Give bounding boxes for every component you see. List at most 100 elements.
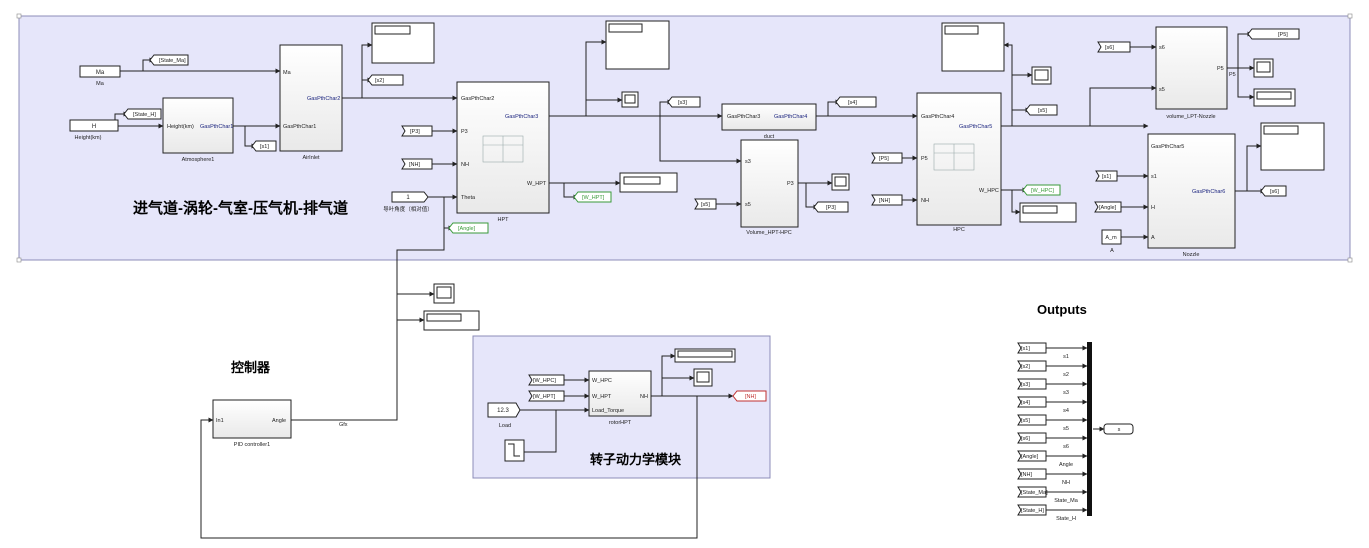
controller-title: 控制器 <box>231 360 271 375</box>
duct-block[interactable]: GasPthChar3 GasPthChar4 duct <box>721 103 817 140</box>
goto-tag-s4[interactable]: [s4] <box>835 96 877 108</box>
svg-text:W_HPC: W_HPC <box>979 188 999 194</box>
goto-tag-s5[interactable]: [s5] <box>1025 104 1058 116</box>
svg-text:Ma: Ma <box>283 70 292 76</box>
ma-constant-block[interactable]: Ma Ma <box>79 65 121 87</box>
load-constant-block[interactable]: 12.3 Load <box>487 402 521 429</box>
nozzle-block[interactable]: GasPthChar5 s1 H A GasPthChar6 Nozzle <box>1147 133 1236 258</box>
output-signal-label: s1 <box>1063 354 1069 360</box>
step-block[interactable] <box>504 439 525 462</box>
scope-block-angle[interactable] <box>433 283 455 304</box>
atmosphere-block[interactable]: Height(km) GasPthChar1 Atmosphere1 <box>162 97 234 163</box>
output-from-tag-1[interactable]: [s2]s2 <box>1017 360 1088 378</box>
goto-tag-s1[interactable]: [s1] <box>251 140 277 152</box>
goto-tag-state-h[interactable]: [State_H] <box>123 108 162 120</box>
output-signal-label: State_H <box>1056 516 1076 522</box>
a-constant-block[interactable]: A_m A <box>1101 229 1122 254</box>
from-tag-nh-hpc[interactable]: [NH] <box>871 194 903 206</box>
volume-hpt-hpc-block[interactable]: s3 s5 P3 Volume_HPT-HPC <box>740 139 799 236</box>
output-from-tag-3[interactable]: [s4]s4 <box>1017 396 1088 414</box>
svg-text:In1: In1 <box>216 418 224 424</box>
svg-text:rotorHPT: rotorHPT <box>609 420 632 426</box>
svg-text:GasPthChar4: GasPthChar4 <box>774 114 807 120</box>
svg-text:[NH]: [NH] <box>409 162 420 168</box>
from-tag-s1-nozzle[interactable]: [s1] <box>1095 170 1118 182</box>
svg-text:GasPthChar1: GasPthChar1 <box>283 124 316 130</box>
mux-block[interactable] <box>1087 342 1092 516</box>
airinlet-block[interactable]: Ma GasPthChar1 GasPthChar2 AirInlet <box>279 44 343 161</box>
svg-text:Load: Load <box>499 423 511 429</box>
goto-tag-state-ma[interactable]: [State_Ma] <box>149 54 189 66</box>
svg-text:s5: s5 <box>745 202 751 208</box>
goto-tag-p5[interactable]: [P5] <box>1247 28 1300 40</box>
theta-constant-block[interactable]: 1 导叶角度（相对值） <box>383 191 433 213</box>
output-from-tag-4[interactable]: [s5]s5 <box>1017 414 1088 432</box>
from-tag-s5-volume[interactable]: [s5] <box>694 198 717 210</box>
height-constant-block[interactable]: H Height(km) <box>69 119 119 141</box>
engine-area-title: 进气道-涡轮-气室-压气机-排气道 <box>133 199 348 217</box>
output-from-tag-7[interactable]: [NH]NH <box>1017 468 1088 486</box>
goto-tag-w-hpc[interactable]: [W_HPC] <box>1022 184 1061 196</box>
svg-text:Height(km): Height(km) <box>167 124 194 130</box>
from-tag-nh-hpt[interactable]: [NH] <box>401 158 433 170</box>
volume-lpt-nozzle-block[interactable]: s6 s5 P5 P5 volume_LPT-Nozzle <box>1155 26 1236 120</box>
output-tag-text: [s1] <box>1021 346 1030 352</box>
output-from-tag-8[interactable]: [State_Ma]State_Ma <box>1017 486 1088 504</box>
goto-tag-p3[interactable]: [P3] <box>813 201 849 213</box>
display-block-nh[interactable] <box>674 348 736 363</box>
svg-text:NH: NH <box>461 162 469 168</box>
hpt-block[interactable]: GasPthChar2 P3 NH Theta GasPthChar3 W_HP… <box>456 81 550 223</box>
goto-tag-angle[interactable]: [Angle] <box>448 222 489 234</box>
output-from-tag-0[interactable]: [s1] s1 <box>1017 342 1088 360</box>
display-block-hpc-top[interactable] <box>941 22 1005 72</box>
svg-text:GasPthChar5: GasPthChar5 <box>1151 144 1184 150</box>
svg-text:GasPthChar6: GasPthChar6 <box>1192 189 1225 195</box>
display-block-w-hpt[interactable] <box>619 172 678 193</box>
goto-tag-s6[interactable]: [s6] <box>1260 185 1287 197</box>
from-tag-p3[interactable]: [P3] <box>401 125 433 137</box>
hpc-block[interactable]: GasPthChar4 P5 NH GasPthChar5 W_HPC HPC <box>916 92 1002 233</box>
output-from-tag-2[interactable]: [s3]s3 <box>1017 378 1088 396</box>
pid-controller-block[interactable]: In1 Angle PID controller1 <box>212 399 292 448</box>
display-block-w-hpc[interactable] <box>1019 202 1077 223</box>
display-block-p5[interactable] <box>1253 88 1296 107</box>
scope-block-hpt[interactable] <box>621 91 639 108</box>
scope-block-p5[interactable] <box>1253 58 1274 78</box>
scope-block-nh[interactable] <box>693 368 713 387</box>
display-block-hpt-top[interactable] <box>605 20 670 70</box>
display-block-angle[interactable] <box>423 310 480 331</box>
from-tag-w-hpt[interactable]: [W_HPT] <box>528 390 565 402</box>
outport-s[interactable]: s <box>1103 423 1134 435</box>
svg-text:[W_HPT]: [W_HPT] <box>582 195 605 201</box>
output-signal-label: s6 <box>1063 444 1069 450</box>
from-tag-s6[interactable]: [s6] <box>1097 41 1131 53</box>
svg-text:P5: P5 <box>1217 66 1224 72</box>
display-block-airinlet[interactable] <box>371 22 435 64</box>
scope-block-hpc[interactable] <box>1031 66 1052 85</box>
output-from-tag-9[interactable]: [State_H]State_H <box>1017 504 1088 522</box>
from-tag-p5[interactable]: [P5] <box>871 152 903 164</box>
svg-text:1: 1 <box>406 195 410 201</box>
svg-text:[P5]: [P5] <box>1278 32 1288 38</box>
svg-text:HPC: HPC <box>953 227 965 233</box>
goto-tag-s3[interactable]: [s3] <box>667 96 701 108</box>
engine-area[interactable] <box>18 15 1351 261</box>
goto-tag-w-hpt[interactable]: [W_HPT] <box>573 191 612 203</box>
goto-tag-s2[interactable]: [s2] <box>367 74 404 86</box>
svg-text:s5: s5 <box>1159 87 1165 93</box>
rotor-hpt-block[interactable]: W_HPC W_HPT Load_Torque NH rotorHPT <box>588 370 652 426</box>
svg-text:W_HPC: W_HPC <box>592 378 612 384</box>
scope-block-volume[interactable] <box>831 173 850 191</box>
svg-text:[P5]: [P5] <box>879 156 889 162</box>
goto-tag-nh[interactable]: [NH] <box>732 390 767 402</box>
svg-text:[State_H]: [State_H] <box>133 112 156 118</box>
from-tag-w-hpc[interactable]: [W_HPC] <box>528 374 565 386</box>
output-from-tag-5[interactable]: [s6]s6 <box>1017 432 1088 450</box>
from-tag-angle-nozzle[interactable]: [Angle] <box>1094 201 1122 213</box>
output-from-tag-6[interactable]: [Angle]Angle <box>1017 450 1088 468</box>
outputs-bus: [State_H]State_H[State_Ma]State_Ma[NH]NH… <box>1017 342 1092 522</box>
svg-text:GasPthChar2: GasPthChar2 <box>461 96 494 102</box>
output-tag-text: [s3] <box>1021 382 1030 388</box>
display-block-nozzle-top[interactable] <box>1260 122 1325 171</box>
